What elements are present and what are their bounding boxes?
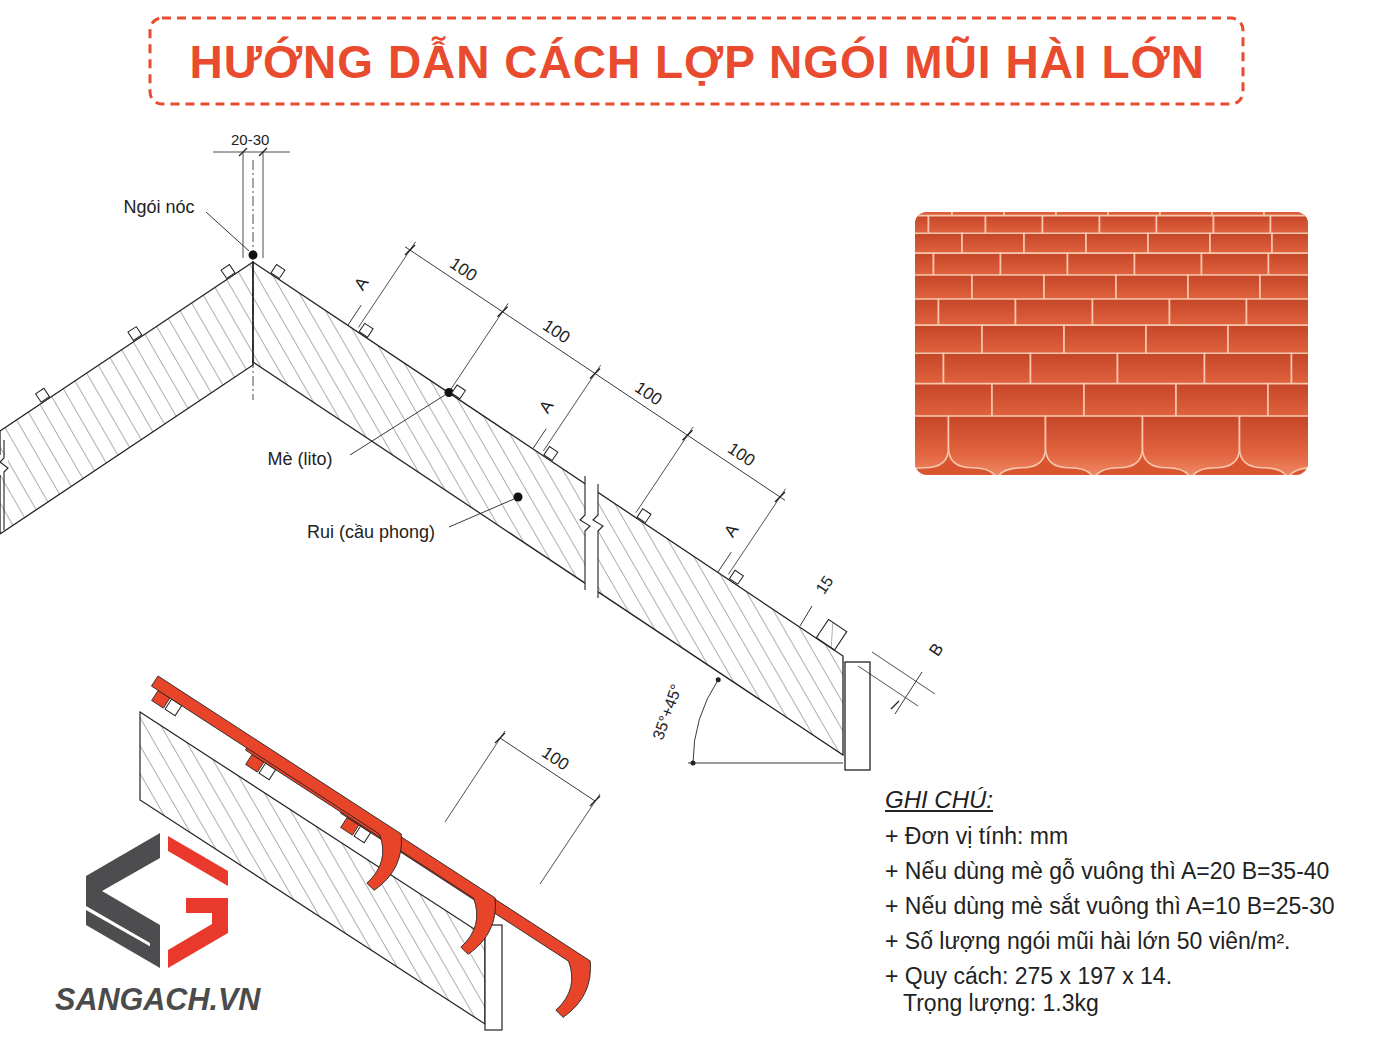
part-name: Mè (lito)	[268, 449, 333, 470]
roof-tile	[313, 803, 601, 1020]
angle-base	[688, 763, 843, 764]
extension-line	[858, 666, 918, 706]
batten	[359, 323, 373, 337]
batten	[221, 265, 235, 279]
part-name: Ngói nóc	[124, 197, 195, 218]
extension-line	[445, 731, 505, 822]
tile-body	[124, 676, 412, 893]
dimension-tick	[239, 148, 247, 156]
dimension-text: A	[349, 272, 374, 296]
break-line	[0, 440, 8, 530]
batten	[36, 388, 50, 402]
dimension-line	[500, 738, 595, 801]
tile-photo	[915, 212, 1308, 475]
dimension-tick	[495, 733, 505, 743]
dimension-text: 100	[536, 742, 574, 776]
dimension-text: 100	[537, 315, 575, 349]
note-line: + Đơn vị tính: mm	[885, 823, 1068, 849]
logo-mark	[86, 833, 228, 968]
tile-scale	[1046, 416, 1143, 475]
leader-line	[449, 499, 514, 527]
dimension-text: 100	[722, 438, 760, 472]
angle-dot	[716, 677, 721, 682]
title: HƯỚNG DẪN CÁCH LỢP NGÓI MŨI HÀI LỚN	[190, 36, 1205, 89]
dimension-line	[895, 672, 922, 714]
dimension-tick	[590, 796, 600, 806]
dimension-text: 100	[444, 253, 482, 287]
tile-scale	[949, 416, 1046, 475]
angle-text: 35°+45°	[649, 680, 687, 744]
tile-body	[218, 740, 506, 957]
right-rafter	[253, 262, 843, 755]
note-heading: GHI CHÚ:	[885, 786, 993, 814]
batten	[128, 327, 142, 341]
leader-line	[206, 212, 249, 251]
fascia-board	[845, 662, 870, 770]
extension-line	[636, 427, 693, 513]
note-line: Trọng lượng: 1.3kg	[903, 990, 1099, 1016]
tile-scale	[915, 416, 949, 475]
dimension-tick	[891, 701, 899, 709]
batten-group	[36, 265, 847, 650]
callout-dot	[514, 493, 523, 502]
tile-group	[124, 676, 601, 1020]
dimension-line	[213, 152, 290, 153]
note-line: + Quy cách: 275 x 197 x 14.	[885, 963, 1172, 989]
tile-body	[313, 803, 601, 1020]
extension-line	[872, 652, 935, 694]
dimension-text: 15	[811, 571, 838, 599]
angle-arc	[693, 680, 718, 763]
detail-fascia	[485, 925, 502, 1030]
batten	[637, 509, 651, 523]
title-frame	[150, 18, 1243, 104]
ridge-centerline	[253, 160, 254, 400]
eave-batten	[816, 619, 847, 650]
watermark: SANGACH.VN	[55, 982, 260, 1018]
tile-scale	[1240, 416, 1309, 475]
dimension-line	[800, 606, 812, 626]
dimension-ticks	[405, 245, 785, 502]
break-line	[593, 484, 603, 598]
callout-dot	[249, 251, 258, 260]
extension-line	[243, 152, 244, 258]
dimension-text: A	[534, 395, 559, 419]
roof-tile	[124, 676, 412, 893]
dimension-text: 20-30	[231, 131, 269, 148]
dimension-line	[405, 247, 785, 501]
batten	[271, 265, 285, 279]
note-line: + Nếu dùng mè gỗ vuông thì A=20 B=35-40	[885, 858, 1329, 884]
dimension-text: A	[719, 519, 744, 543]
break-line	[580, 476, 590, 590]
batten	[452, 385, 466, 399]
batten	[729, 570, 743, 584]
dimension-text: B	[924, 638, 949, 662]
tile-scale	[1143, 416, 1240, 475]
roof-tile	[218, 740, 506, 957]
batten	[544, 447, 558, 461]
note-line: + Nếu dùng mè sắt vuông thì A=10 B=25-30	[885, 893, 1334, 919]
extension-line	[540, 794, 600, 884]
photo-tiles	[915, 212, 1308, 475]
part-name: Rui (cầu phong)	[307, 522, 435, 543]
break-gap	[585, 466, 598, 606]
left-rafter	[0, 262, 253, 534]
dimension-tick	[259, 148, 267, 156]
extension-line	[451, 303, 508, 389]
leader-line	[350, 395, 445, 455]
dimension-text: 100	[629, 377, 667, 411]
extension-line	[263, 152, 264, 258]
angle-dot	[691, 761, 696, 766]
note-line: + Số lượng ngói mũi hài lớn 50 viên/m².	[885, 928, 1290, 954]
